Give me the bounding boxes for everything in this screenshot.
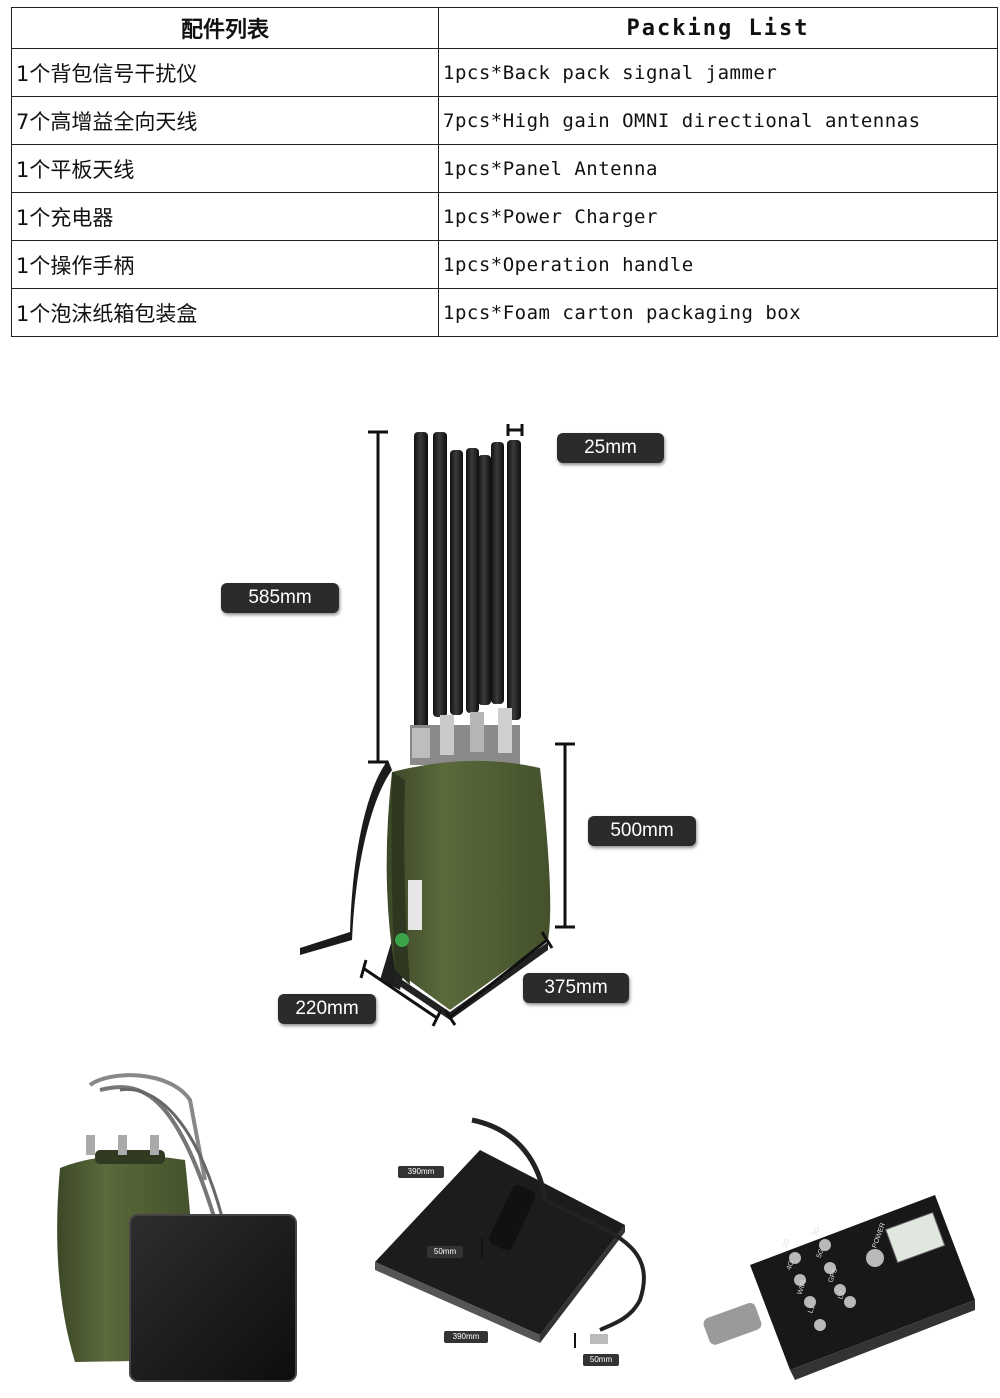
table-row: 1个泡沫纸箱包装盒 1pcs*Foam carton packaging box <box>11 288 998 337</box>
item-cn: 1个充电器 <box>11 192 439 241</box>
item-cn: 1个泡沫纸箱包装盒 <box>11 288 439 337</box>
body-height-label: 500mm <box>588 816 696 846</box>
backpack-jammer <box>300 432 551 1020</box>
panel-width-top-label: 390mm <box>398 1166 444 1178</box>
item-cn: 1个操作手柄 <box>11 240 439 289</box>
table-header-row: 配件列表 Packing List <box>11 7 998 49</box>
header-english: Packing List <box>438 7 998 49</box>
header-chinese: 配件列表 <box>11 7 439 49</box>
dimension-lines <box>359 424 575 1027</box>
body-depth-label: 220mm <box>278 994 376 1024</box>
panel-antenna <box>375 1117 646 1348</box>
panel-width-bottom-label: 390mm <box>444 1331 488 1343</box>
item-en: 1pcs*Foam carton packaging box <box>438 288 998 337</box>
connector-length-label: 50mm <box>583 1354 619 1366</box>
packing-list-table: 配件列表 Packing List 1个背包信号干扰仪 1pcs*Back pa… <box>11 7 998 337</box>
body-width-label: 375mm <box>523 973 629 1003</box>
table-row: 1个平板天线 1pcs*Panel Antenna <box>11 144 998 193</box>
antenna-group <box>410 432 521 765</box>
panel-thickness-label: 50mm <box>427 1246 463 1258</box>
antenna-height-label: 585mm <box>221 583 339 613</box>
item-en: 1pcs*Operation handle <box>438 240 998 289</box>
item-cn: 1个背包信号干扰仪 <box>11 48 439 97</box>
antenna-diameter-label: 25mm <box>557 433 664 463</box>
table-row: 1个操作手柄 1pcs*Operation handle <box>11 240 998 289</box>
operation-handle <box>703 1195 975 1380</box>
table-row: 1个充电器 1pcs*Power Charger <box>11 192 998 241</box>
item-en: 7pcs*High gain OMNI directional antennas <box>438 96 998 145</box>
item-cn: 1个平板天线 <box>11 144 439 193</box>
item-en: 1pcs*Power Charger <box>438 192 998 241</box>
case-with-panel-antenna <box>57 1073 297 1382</box>
